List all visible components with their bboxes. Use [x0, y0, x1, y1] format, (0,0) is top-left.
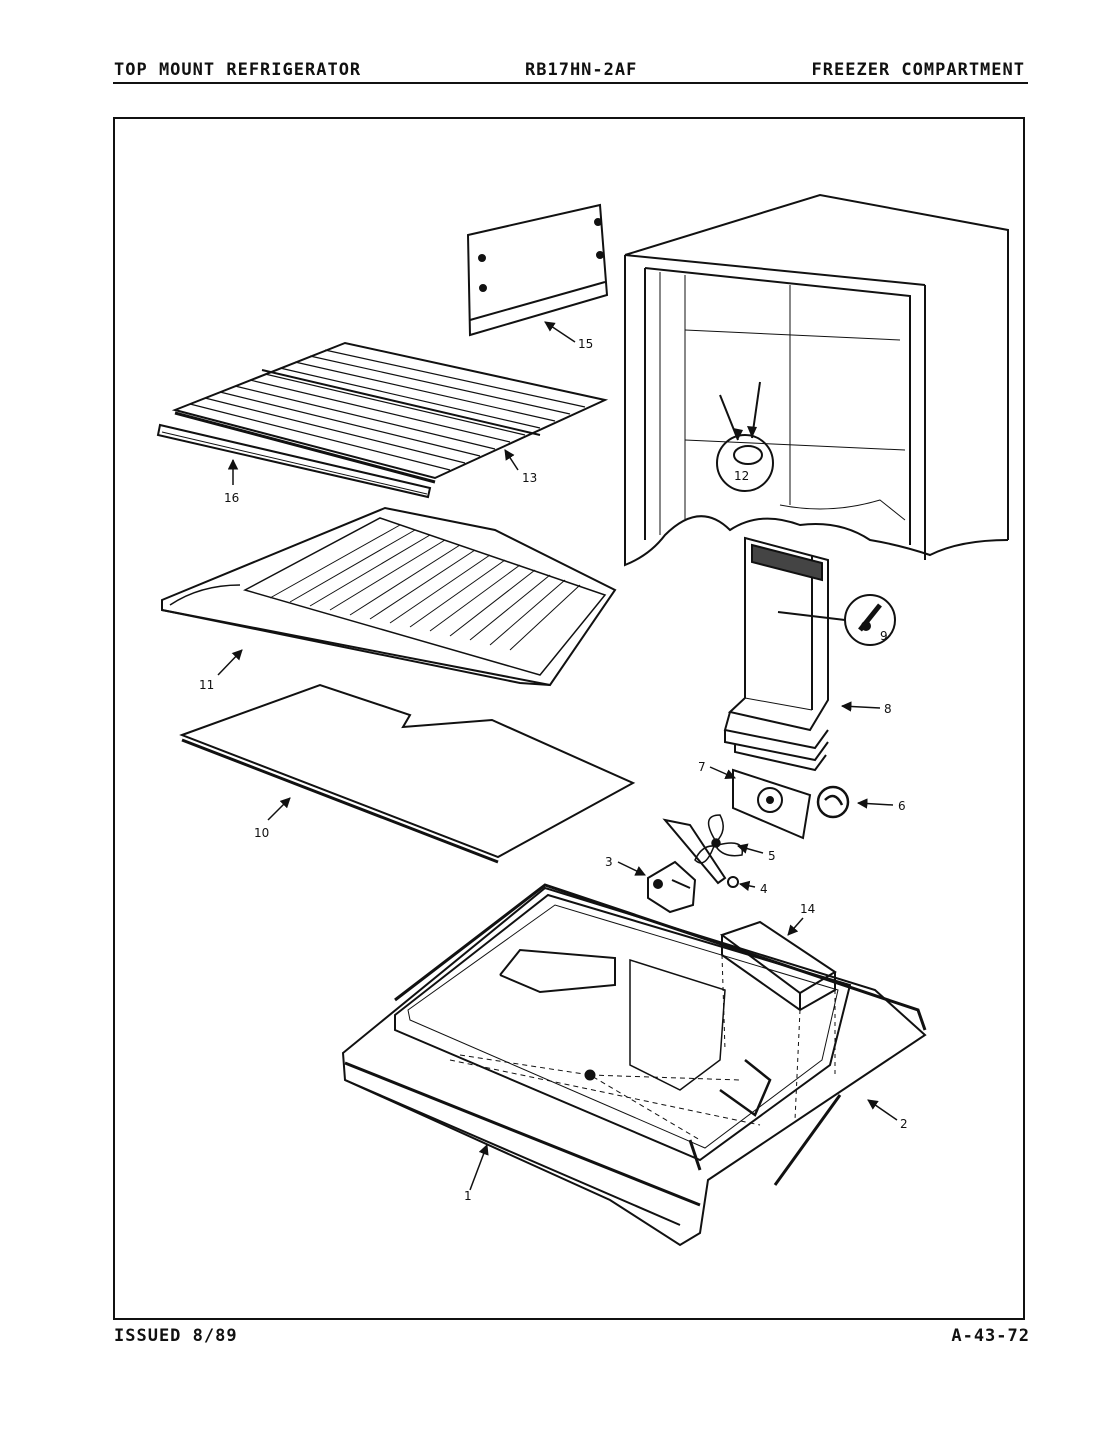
callout-labels: 15 13 16 12 9 11 8 7 6 10 5 3 4 14 2 1 — [199, 337, 908, 1203]
freezer-cabinet — [624, 193, 1009, 567]
cabinet-clip-12 — [716, 381, 774, 492]
part-4-motor-mount — [662, 818, 739, 888]
callout-6: 6 — [898, 799, 906, 813]
leader-lines — [217, 321, 898, 1191]
callout-3: 3 — [605, 855, 613, 869]
header-rule — [113, 82, 1028, 84]
callout-10: 10 — [254, 826, 269, 840]
callout-14: 14 — [800, 902, 815, 916]
part-16-shelf-trim — [156, 423, 432, 499]
part-11-freezer-shelf — [161, 506, 617, 687]
part-6-grommet — [816, 785, 850, 819]
header-title-right: FREEZER COMPARTMENT — [811, 60, 1025, 80]
part-8-air-duct — [723, 536, 829, 772]
callout-7: 7 — [698, 760, 706, 774]
part-1-freezer-liner — [341, 886, 927, 1247]
part-10-cover-panel — [179, 683, 636, 864]
callout-13: 13 — [522, 471, 537, 485]
callout-9: 9 — [880, 629, 888, 643]
part-3-fan-motor — [647, 860, 697, 914]
part-5-fan-blade — [694, 814, 744, 864]
footer-issued-date: ISSUED 8/89 — [114, 1326, 238, 1346]
part-15-shelf-bracket — [466, 203, 609, 337]
callout-4: 4 — [760, 882, 768, 896]
header-model-number: RB17HN-2AF — [525, 60, 638, 80]
part-7-fan-bracket — [732, 768, 812, 840]
callout-15: 15 — [578, 337, 593, 351]
callout-8: 8 — [884, 702, 892, 716]
diagram-frame — [113, 117, 1025, 1320]
footer-page-code: A-43-72 — [951, 1326, 1030, 1346]
part-9-screw — [777, 594, 896, 646]
callout-12: 12 — [734, 469, 749, 483]
callout-5: 5 — [768, 849, 776, 863]
callout-16: 16 — [224, 491, 239, 505]
part-2-gasket-strip — [394, 883, 927, 1186]
callout-11: 11 — [199, 678, 214, 692]
part-13-wire-shelf — [171, 341, 609, 484]
callout-2: 2 — [900, 1117, 908, 1131]
callout-1: 1 — [464, 1189, 472, 1203]
part-14-duct-cover — [719, 920, 837, 1121]
header-title-left: TOP MOUNT REFRIGERATOR — [114, 60, 362, 80]
